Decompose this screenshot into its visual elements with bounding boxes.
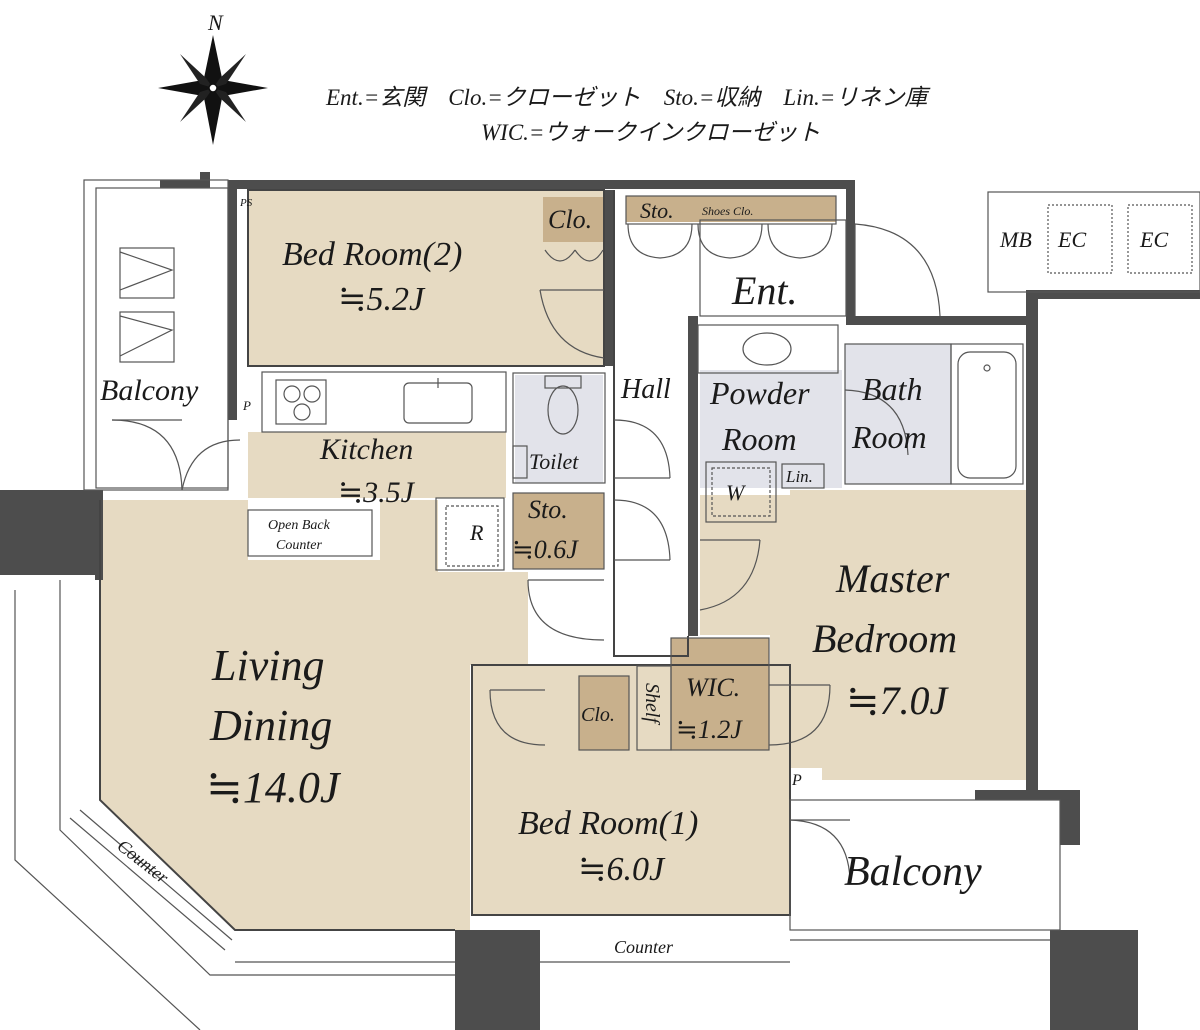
refrigerator-label: R — [469, 520, 484, 545]
master-bedroom-area: ≒7.0J — [846, 678, 950, 723]
kitchen-name: Kitchen — [319, 433, 413, 466]
sto-mid-area: ≒0.6J — [512, 535, 579, 564]
wic-area: ≒1.2J — [676, 715, 743, 744]
clo-top-fill — [543, 197, 603, 242]
bedroom2-area: ≒5.2J — [338, 281, 426, 318]
powder-room-line1: Powder — [709, 375, 810, 411]
master-bedroom-line1: Master — [835, 556, 950, 601]
ec1-label: EC — [1057, 227, 1086, 252]
bedroom2-name: Bed Room(2) — [282, 236, 462, 273]
open-back-counter-line2: Counter — [276, 538, 322, 553]
master-bedroom-line2: Bedroom — [812, 616, 957, 661]
open-back-counter-line1: Open Back — [268, 518, 331, 533]
bedroom1-name: Bed Room(1) — [518, 805, 698, 842]
living-dining-area: ≒14.0J — [206, 763, 342, 812]
ec2-label: EC — [1139, 227, 1168, 252]
legend-line-1: Ent.=玄関 Clo.=クローゼット Sto.=収納 Lin.=リネン庫 — [325, 85, 931, 110]
bedroom1-area: ≒6.0J — [578, 851, 666, 888]
living-dining-line1: Living — [211, 641, 324, 690]
toilet-label: Toilet — [529, 449, 579, 474]
balcony-right-label: Balcony — [844, 849, 982, 895]
washer-label: W — [726, 480, 746, 505]
bath-room-floor — [845, 344, 951, 484]
ent-label: Ent. — [731, 268, 798, 313]
clo-mid-fill — [579, 676, 629, 750]
p-left-label: P — [242, 398, 251, 413]
balcony-left-label: Balcony — [100, 374, 199, 407]
p-right-label: P — [791, 772, 802, 789]
sto-top-fill — [626, 196, 836, 222]
shoes-clo-label: Shoes Clo. — [702, 204, 753, 218]
clo-mid-label: Clo. — [581, 704, 615, 726]
shelf-label: Shelf — [641, 683, 663, 725]
living-floor — [100, 500, 528, 930]
room-labels: PS P Bed Room(2) ≒5.2J Clo. Sto. Shoes C… — [100, 197, 1168, 957]
north-label: N — [207, 10, 224, 35]
hall-label: Hall — [620, 374, 671, 405]
powder-room-line2: Room — [721, 421, 797, 457]
legend-line-2: WIC.=ウォークインクローゼット — [481, 120, 820, 145]
walls — [0, 172, 1200, 1030]
bath-room-line1: Bath — [862, 371, 922, 407]
sto-mid-fill — [513, 493, 604, 569]
counter-bottom-label: Counter — [614, 937, 674, 957]
mb-label: MB — [999, 227, 1032, 252]
living-dining-line2: Dining — [209, 701, 332, 750]
bath-room-line2: Room — [851, 419, 927, 455]
compass-rose-icon — [158, 35, 268, 145]
kitchen-area: ≒3.5J — [338, 476, 416, 509]
sto-top-label: Sto. — [640, 198, 674, 223]
outlines — [14, 179, 1200, 1030]
ps-label: PS — [239, 197, 253, 209]
sto-mid-name: Sto. — [528, 495, 568, 524]
linen-label: Lin. — [785, 467, 813, 486]
toilet-floor — [515, 375, 603, 483]
wic-name: WIC. — [686, 673, 740, 702]
clo-top-label: Clo. — [548, 205, 592, 234]
kitchen-floor — [248, 432, 506, 498]
